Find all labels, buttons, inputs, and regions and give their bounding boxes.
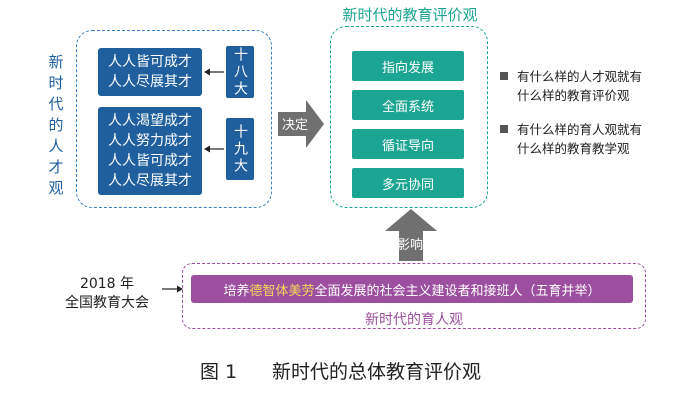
talent-line: 人人皆可成才: [108, 54, 192, 70]
bullet-item: 有什么样的育人观就有 什么样的教育教学观: [500, 120, 642, 158]
evaluation-view-group: [330, 26, 488, 208]
bullet-text: 有什么样的人才观就有: [517, 69, 643, 84]
influence-arrow-label: 影响: [397, 238, 424, 253]
congress-18-label: 十八大: [226, 46, 254, 98]
talent-box-18th: 人人皆可成才 人人尽展其才: [98, 48, 202, 96]
bullet-text: 什么样的教育评价观: [517, 88, 630, 103]
figure-number: 图 1: [200, 361, 238, 383]
talent-line: 人人努力成才: [108, 133, 192, 149]
bullet-text: 有什么样的育人观就有: [517, 122, 643, 137]
talent-box-19th: 人人渴望成才 人人努力成才 人人皆可成才 人人尽展其才: [98, 107, 202, 195]
arrow-head: [204, 145, 210, 153]
conference-year: 2018 年: [79, 276, 135, 292]
talent-line: 人人尽展其才: [108, 173, 192, 189]
education-view-group: [182, 263, 646, 329]
evaluation-item: 多元协同: [352, 168, 464, 198]
talent-view-title: 新时代的人才观: [48, 53, 64, 197]
influence-arrow: [385, 209, 437, 261]
decide-arrow-label: 决定: [282, 118, 309, 133]
evaluation-item: 全面系统: [352, 90, 464, 120]
goal-text-pre: 培养: [223, 283, 250, 299]
education-goal-bar: 培养德智体美劳全面发展的社会主义建设者和接班人（五育并举）: [191, 275, 633, 303]
talent-line: 人人渴望成才: [108, 113, 192, 129]
arrow-head: [204, 68, 210, 76]
bullet-text: 什么样的教育教学观: [517, 141, 630, 156]
talent-line: 人人尽展其才: [108, 74, 192, 90]
conference-arrow: [162, 285, 183, 293]
talent-view-group: [76, 30, 272, 208]
evaluation-item: 循证导向: [352, 129, 464, 159]
congress-19-label: 十九大: [226, 118, 254, 180]
bullet-square-icon: [500, 125, 508, 133]
bullet-item: 有什么样的人才观就有 什么样的教育评价观: [500, 67, 642, 105]
bullet-square-icon: [500, 72, 508, 80]
figure-title: 新时代的总体教育评价观: [272, 361, 482, 383]
congress-arrows: [204, 68, 224, 153]
goal-text-highlight: 德智体美劳: [249, 283, 315, 299]
evaluation-item: 指向发展: [352, 51, 464, 81]
evaluation-view-title: 新时代的教育评价观: [342, 6, 478, 24]
goal-text-post: 全面发展的社会主义建设者和接班人（五育并举）: [314, 283, 601, 299]
conference-name: 全国教育大会: [65, 295, 149, 311]
talent-line: 人人皆可成才: [108, 153, 192, 169]
decide-arrow: [278, 100, 324, 148]
conference-label: 2018 年 全国教育大会: [52, 275, 162, 313]
education-view-label: 新时代的育人观: [365, 312, 463, 328]
